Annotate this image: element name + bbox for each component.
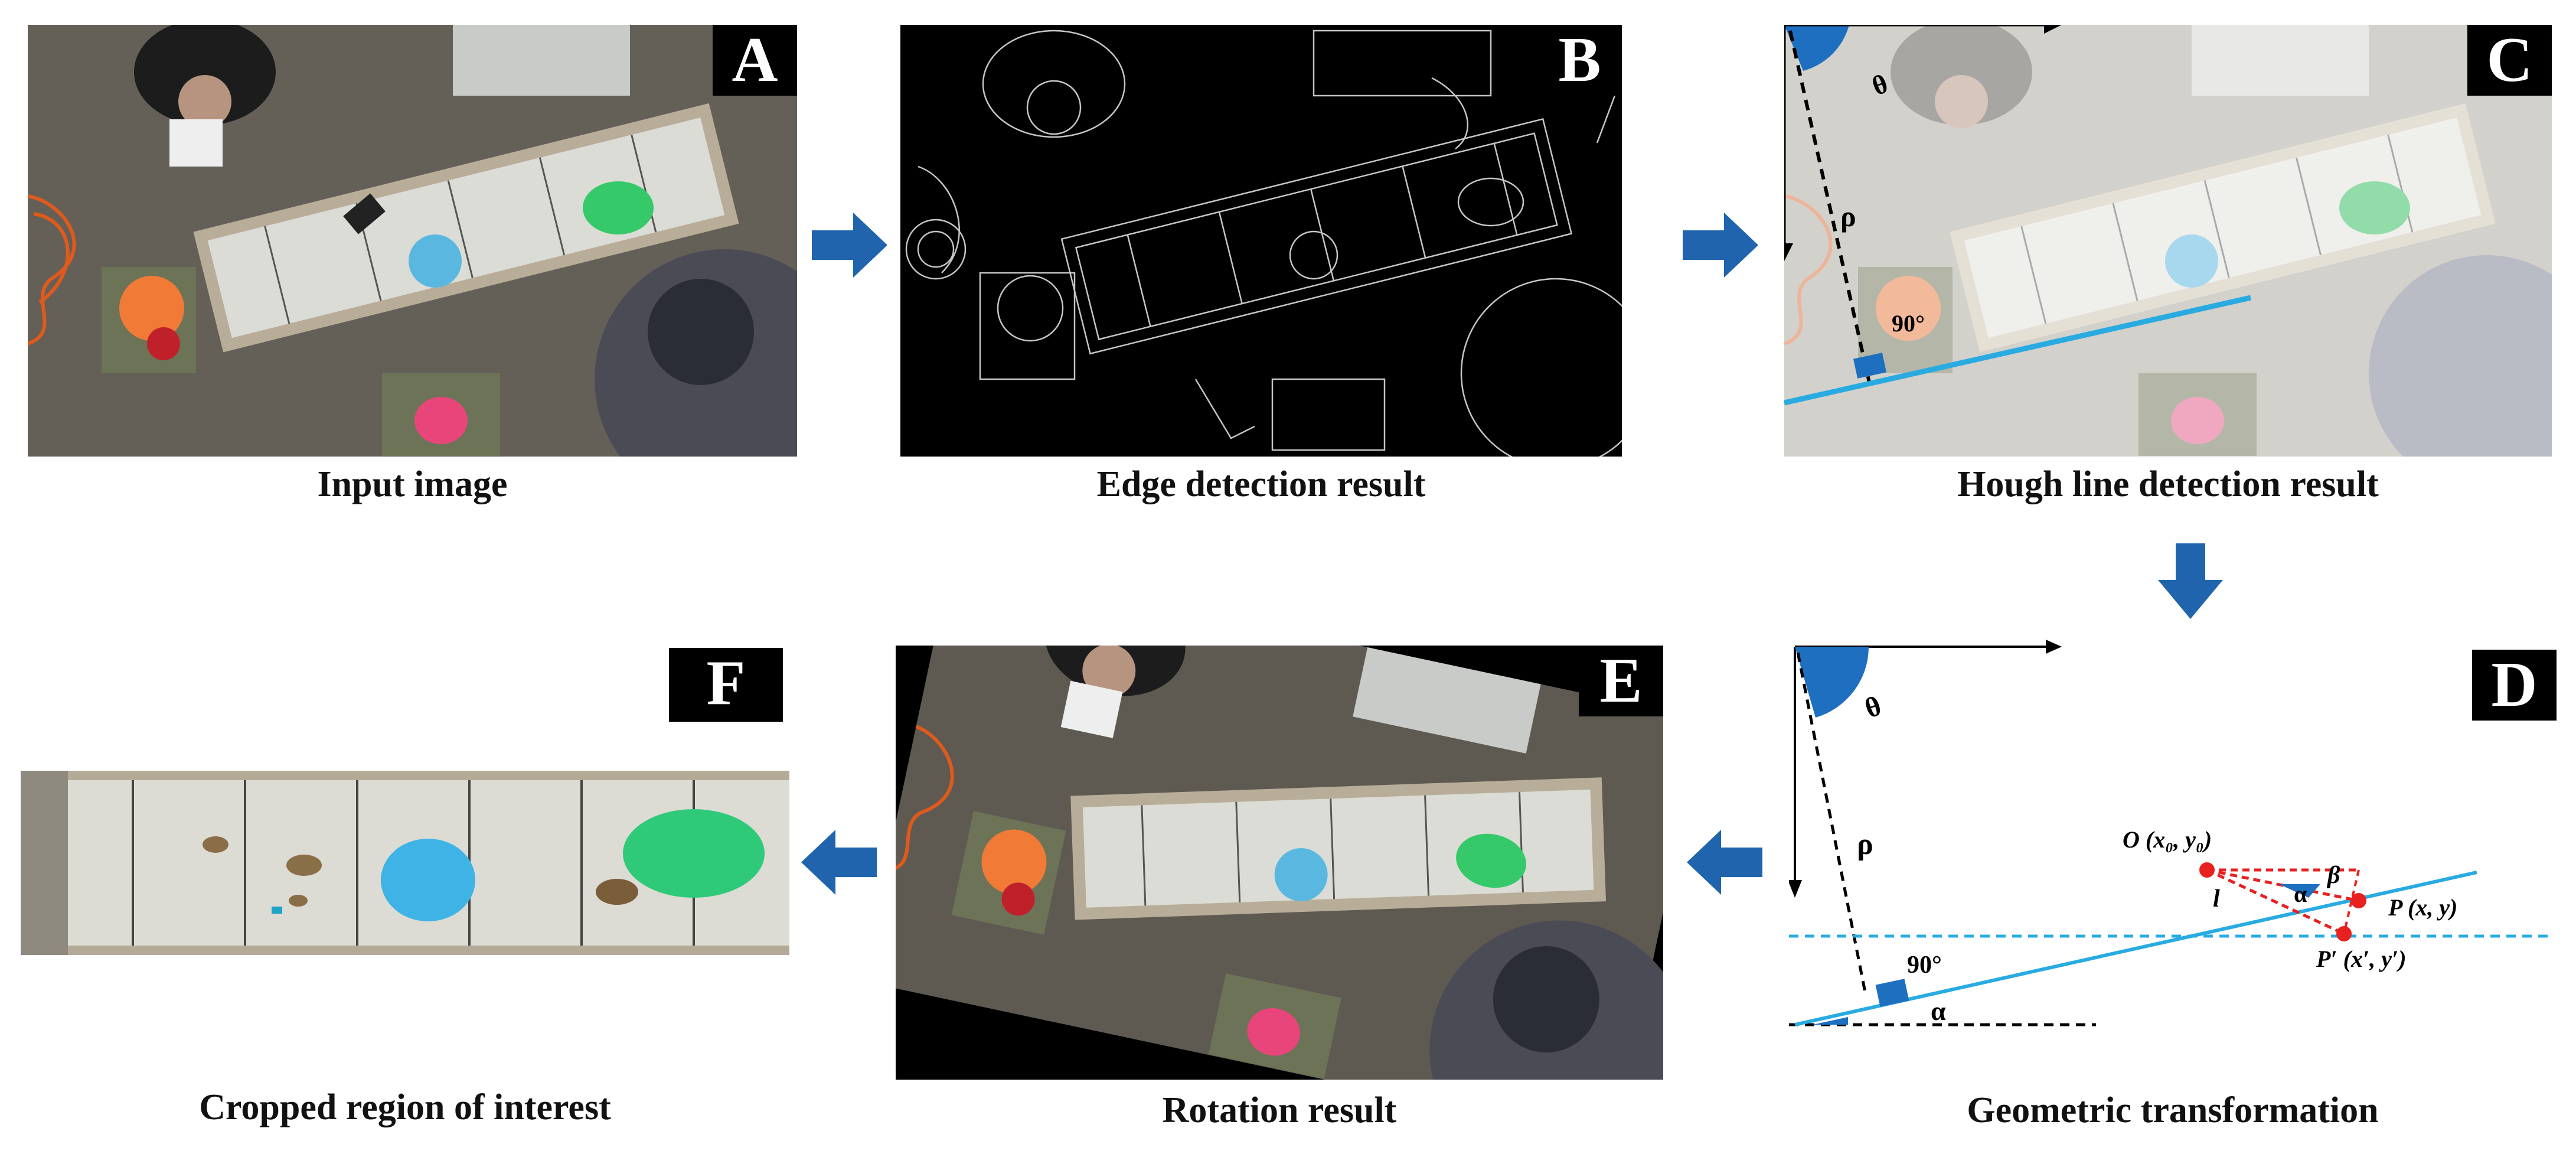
badge-f: F <box>669 648 783 722</box>
arrow-right-icon <box>812 213 887 278</box>
right-angle-label: 90° <box>1907 951 1942 979</box>
rotation-result-image <box>896 646 1663 1080</box>
panel-e-rotation-result: E <box>896 646 1663 1080</box>
point-o-label: O (x₀, y₀) <box>2123 826 2212 853</box>
length-l-label: l <box>2213 885 2220 912</box>
panel-b-edge-detection: B <box>900 25 1622 457</box>
badge-b: B <box>1537 25 1622 96</box>
arrow-left-icon <box>801 830 877 895</box>
cropped-roi-image <box>21 771 789 955</box>
point-p-prime-label: P′ (x′, y′) <box>2316 946 2407 972</box>
point-p-prime <box>2336 926 2352 941</box>
panel-f-cropped-roi <box>21 771 789 955</box>
badge-d: D <box>2472 650 2557 721</box>
geometric-diagram <box>1789 640 2551 1026</box>
badge-a: A <box>713 25 797 96</box>
panel-c-hough-line-detection: θ ρ 90° C <box>1784 25 2552 457</box>
badge-c: C <box>2467 25 2552 96</box>
panel-a-input-image: A <box>28 25 797 457</box>
arrow-left-icon <box>1687 830 1762 895</box>
caption-edge-detection: Edge detection result <box>1096 464 1426 504</box>
rho-label: ρ <box>1857 827 1873 861</box>
arrow-down-icon <box>2158 543 2223 619</box>
point-o <box>2199 862 2215 878</box>
caption-hough-line-detection: Hough line detection result <box>1957 464 2379 504</box>
alpha-triangle-label: α <box>2294 881 2307 907</box>
input-image-photo <box>28 25 797 457</box>
right-angle-label: 90° <box>1892 310 1925 337</box>
badge-e: E <box>1579 646 1663 716</box>
caption-rotation-result: Rotation result <box>1162 1090 1397 1130</box>
panel-d-geometric-transformation: θ ρ 90° α O (x₀, y₀) β α l P (x, y) P′ (… <box>1789 638 2557 1051</box>
caption-geometric-transformation: Geometric transformation <box>1967 1090 2379 1130</box>
point-p <box>2351 893 2366 908</box>
hough-line <box>1784 295 2251 406</box>
point-p-label: P (x, y) <box>2388 894 2458 921</box>
theta-angle-marker <box>1784 25 1849 71</box>
edge-detection-image <box>900 25 1622 457</box>
arrow-right-icon <box>1683 213 1758 278</box>
beta-label: β <box>2327 862 2340 889</box>
caption-input-image: Input image <box>317 464 508 504</box>
hough-detection-image <box>1784 25 2552 457</box>
rho-label: ρ <box>1840 200 1856 233</box>
caption-cropped-roi: Cropped region of interest <box>199 1087 611 1127</box>
alpha-base-label: α <box>1931 996 1946 1026</box>
